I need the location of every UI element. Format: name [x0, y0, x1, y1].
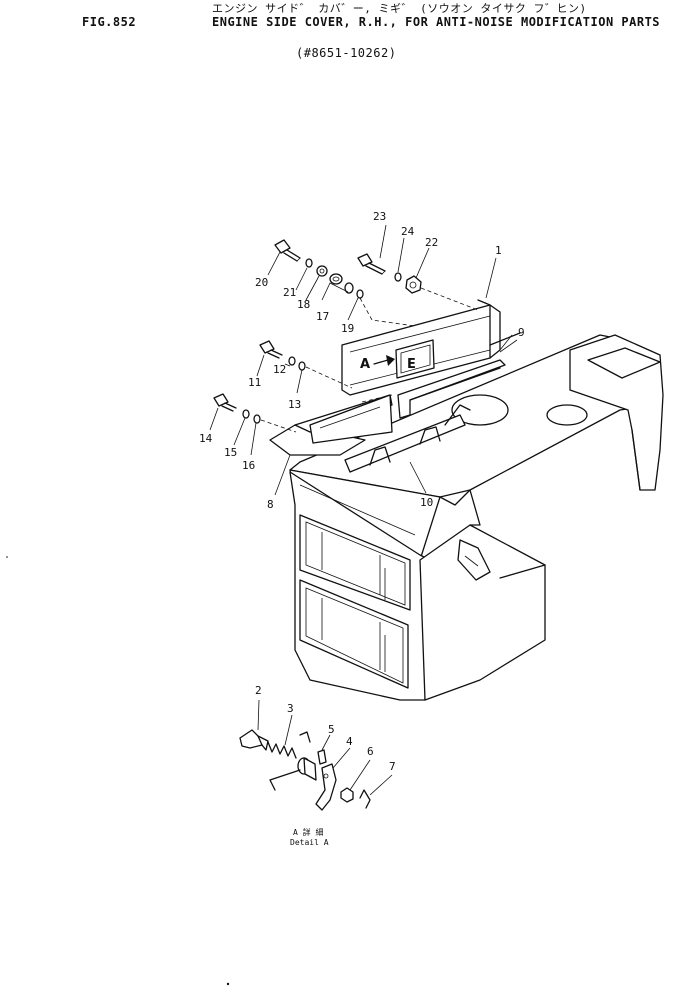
- callout-19: 19: [341, 322, 354, 335]
- callout-2: 2: [255, 684, 262, 697]
- part-8-bracket: [269, 394, 393, 456]
- part-1-side-cover: A E: [341, 299, 501, 403]
- japanese-title: エンジン サイド゛ カバ゛ー, ミギ゛ (ソウオン タイサク フ゛ヒン): [212, 2, 587, 15]
- direction-arrow-icon: [373, 359, 389, 365]
- callout-9: 9: [518, 326, 525, 339]
- callout-11: 11: [248, 376, 261, 389]
- callout-23: 23: [373, 210, 386, 223]
- callout-8: 8: [267, 498, 274, 511]
- callout-18: 18: [297, 298, 310, 311]
- serial-range: (#8651-10262): [296, 46, 397, 60]
- callout-17: 17: [316, 310, 329, 323]
- window-letter-e: E: [407, 357, 416, 372]
- figure-number: FIG.852: [82, 15, 137, 29]
- callout-3: 3: [287, 702, 294, 715]
- page-title: ENGINE SIDE COVER, R.H., FOR ANTI-NOISE …: [212, 15, 661, 29]
- callout-13: 13: [288, 398, 301, 411]
- fasteners-upper: [213, 239, 479, 433]
- callout-16: 16: [242, 459, 255, 472]
- callout-20: 20: [255, 276, 268, 289]
- callout-1: 1: [495, 244, 502, 257]
- callout-14: 14: [199, 432, 213, 445]
- callout-7: 7: [389, 760, 396, 773]
- detail-label-jp: A 詳 細: [293, 827, 323, 837]
- engine-hood-body: [289, 334, 664, 701]
- callout-24: 24: [401, 225, 415, 238]
- detail-a-lock-assembly: A 詳 細 Detail A: [239, 699, 393, 847]
- callout-12: 12: [273, 363, 286, 376]
- callout-4: 4: [346, 735, 353, 748]
- callout-15: 15: [224, 446, 237, 459]
- callout-22: 22: [425, 236, 438, 249]
- callout-numbers: 1 2 3 4 5 6 7 8 9 10 11 12 13 14 15 16 1…: [199, 210, 525, 773]
- callout-6: 6: [367, 745, 374, 758]
- arrow-letter-a: A: [360, 357, 370, 372]
- callout-10: 10: [420, 496, 433, 509]
- callout-5: 5: [328, 723, 335, 736]
- leader-lines: [209, 224, 518, 496]
- callout-21: 21: [283, 286, 296, 299]
- detail-label-en: Detail A: [290, 838, 329, 847]
- part-10-latch-plate: [344, 404, 471, 473]
- part-9-bracket: [397, 332, 521, 419]
